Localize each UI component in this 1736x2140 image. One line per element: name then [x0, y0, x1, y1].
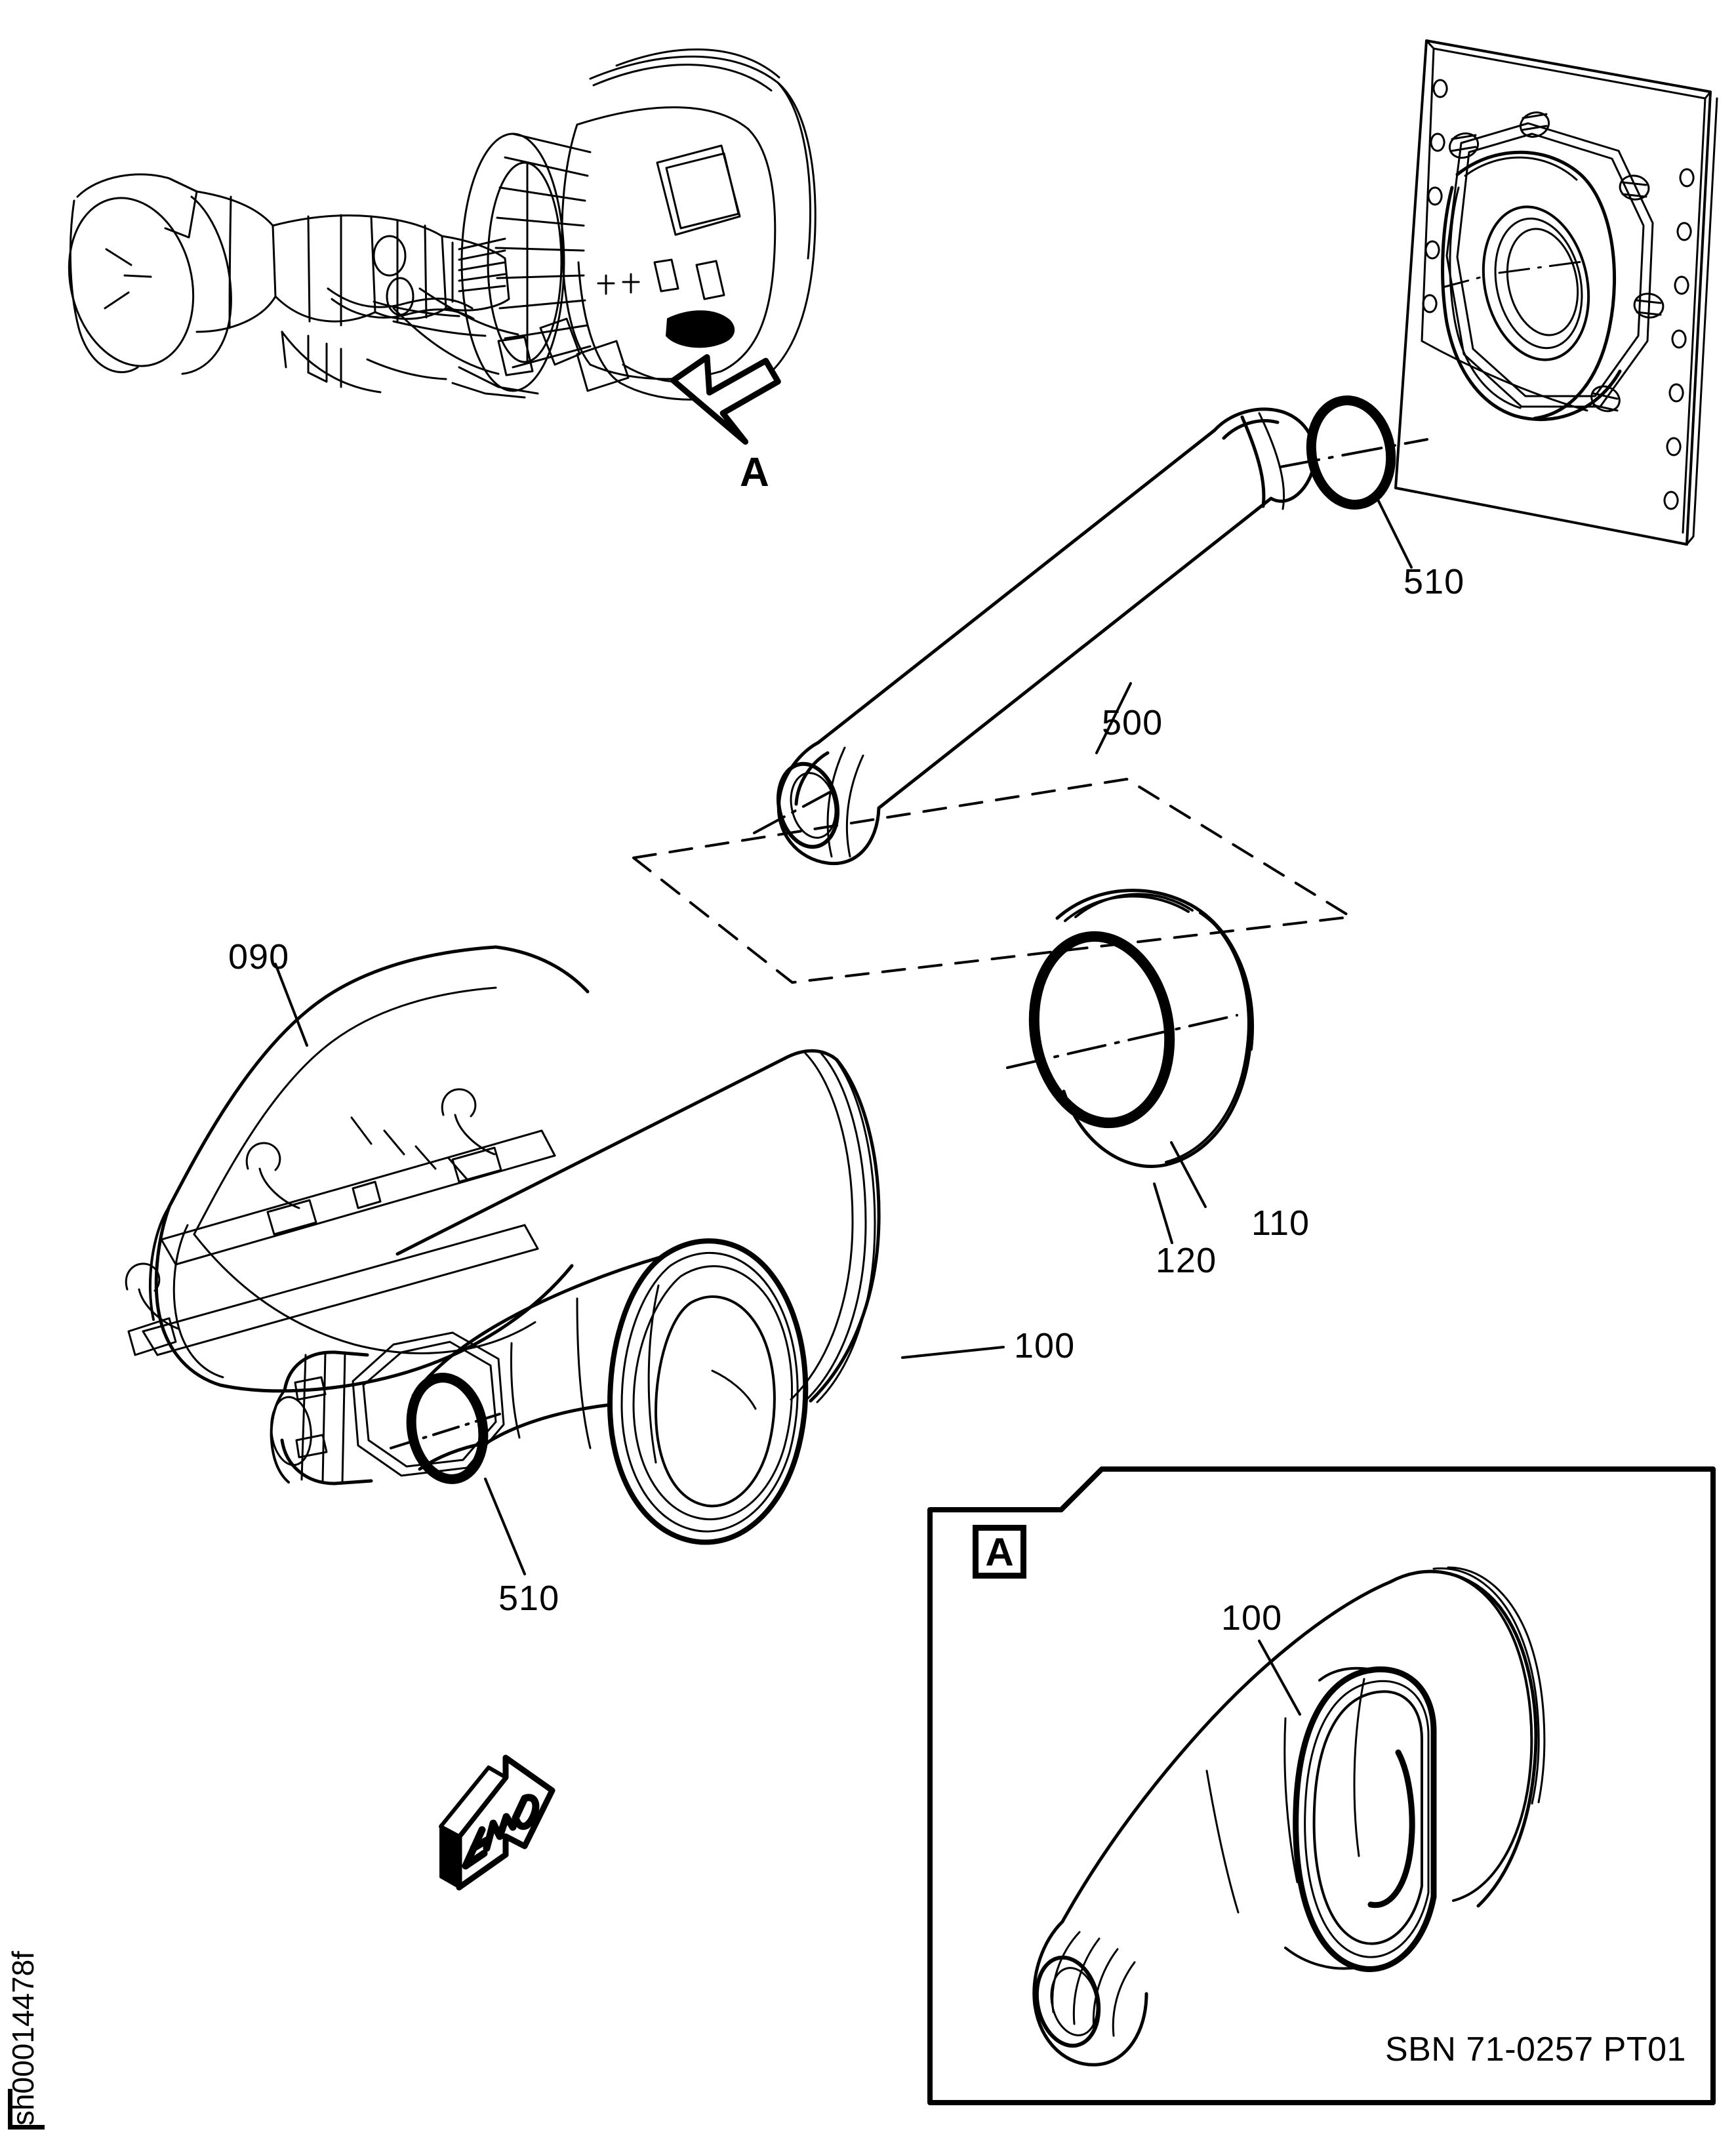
installation-envelope — [632, 778, 1352, 984]
leader-090 — [274, 963, 308, 1047]
callout-510-lower: 510 — [498, 1579, 560, 1618]
duct-cover-shroud-090 — [125, 945, 590, 1393]
leader-100-detail — [1258, 1640, 1301, 1716]
o-ring-510-upper — [1279, 395, 1428, 510]
o-ring-seal-120 — [1028, 931, 1175, 1129]
callout-100-detail: 100 — [1221, 1598, 1283, 1638]
engine-apu-assembly — [68, 48, 817, 401]
sheet-reference: SBN 71-0257 PT01 — [1385, 2030, 1686, 2069]
o-ring-510-lower — [406, 1373, 489, 1484]
leader-100-main — [901, 1346, 1005, 1359]
callout-500: 500 — [1102, 703, 1163, 742]
air-inlet-duct-assembly-100 — [270, 1049, 881, 1545]
leader-500 — [1095, 682, 1132, 754]
detail-view-a-frame — [927, 1466, 1716, 2105]
callout-100-main: 100 — [1014, 1326, 1076, 1365]
bulkhead-mount-plate — [1394, 39, 1718, 546]
coupling-ring-110 — [1055, 889, 1254, 1168]
callout-510-upper: 510 — [1403, 562, 1465, 601]
detail-callout-letter-a: A — [740, 450, 770, 495]
callout-110: 110 — [1251, 1203, 1310, 1243]
highlight-marker-inlet — [666, 310, 735, 348]
leader-110 — [1170, 1141, 1207, 1208]
detail-view-a-duct-100 — [1032, 1566, 1546, 2067]
leader-120 — [1153, 1182, 1173, 1244]
figure-id: sh00014478f — [6, 1950, 40, 2126]
callout-090: 090 — [228, 937, 290, 977]
detail-callout-arrow-a — [670, 354, 781, 445]
leader-510-lower — [484, 1478, 526, 1575]
figure-id-bracket — [8, 2089, 45, 2130]
detail-view-tag-a: A — [973, 1525, 1026, 1579]
fwd-direction-symbol — [439, 1754, 555, 1891]
flexible-duct-hose-500 — [753, 407, 1317, 866]
callout-120: 120 — [1156, 1241, 1217, 1280]
leader-510-upper — [1376, 497, 1413, 569]
